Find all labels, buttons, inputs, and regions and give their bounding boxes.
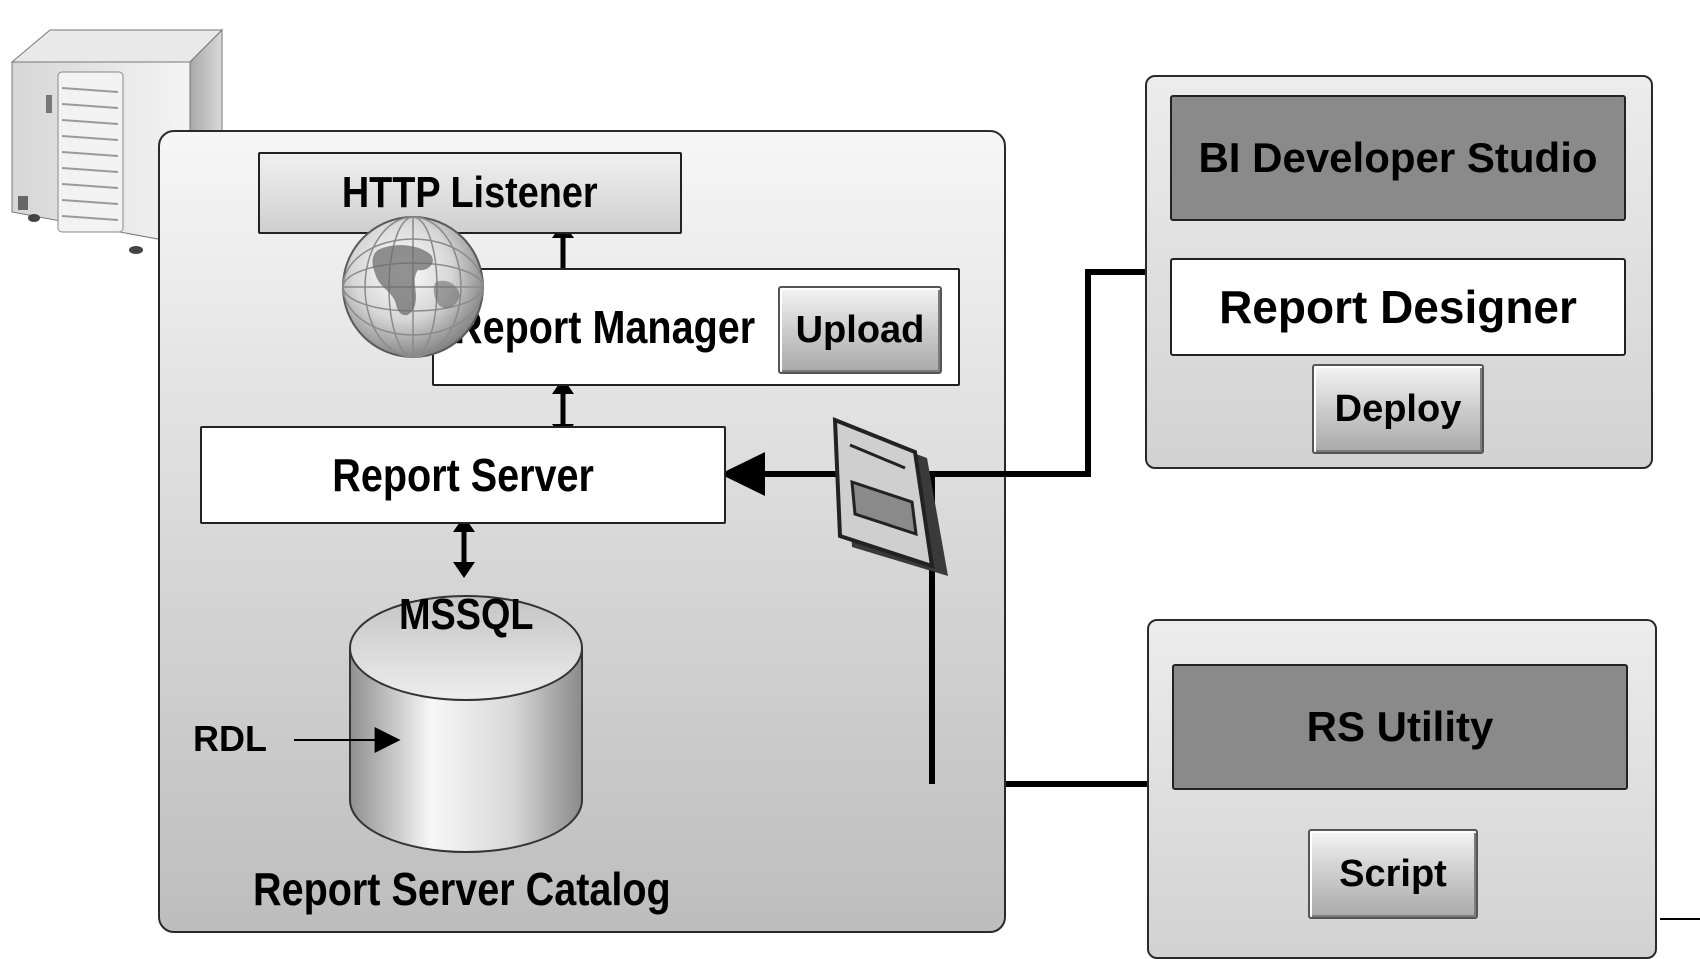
script-button-label: Script [1339,852,1447,895]
database-label: MSSQL [398,590,534,639]
report-server-box: Report Server [200,426,726,524]
report-server-label: Report Server [332,449,594,501]
deploy-button-label: Deploy [1334,387,1462,430]
upload-button-label: Upload [795,308,925,351]
bi-developer-studio-title: BI Developer Studio [1170,95,1626,221]
rdl-label: RDL [193,718,267,759]
report-designer-box: Report Designer [1170,258,1626,356]
script-button[interactable]: Script [1308,829,1478,919]
http-listener-label: HTTP Listener [342,168,598,217]
globe-icon [342,216,484,358]
catalog-label: Report Server Catalog [253,863,671,915]
http-listener-box: HTTP Listener [258,152,682,234]
upload-button[interactable]: Upload [778,286,942,374]
rs-utility-title: RS Utility [1172,664,1628,790]
deploy-button[interactable]: Deploy [1312,364,1484,454]
report-manager-label: Report Manager [454,301,756,353]
report-server-panel [158,130,1006,933]
